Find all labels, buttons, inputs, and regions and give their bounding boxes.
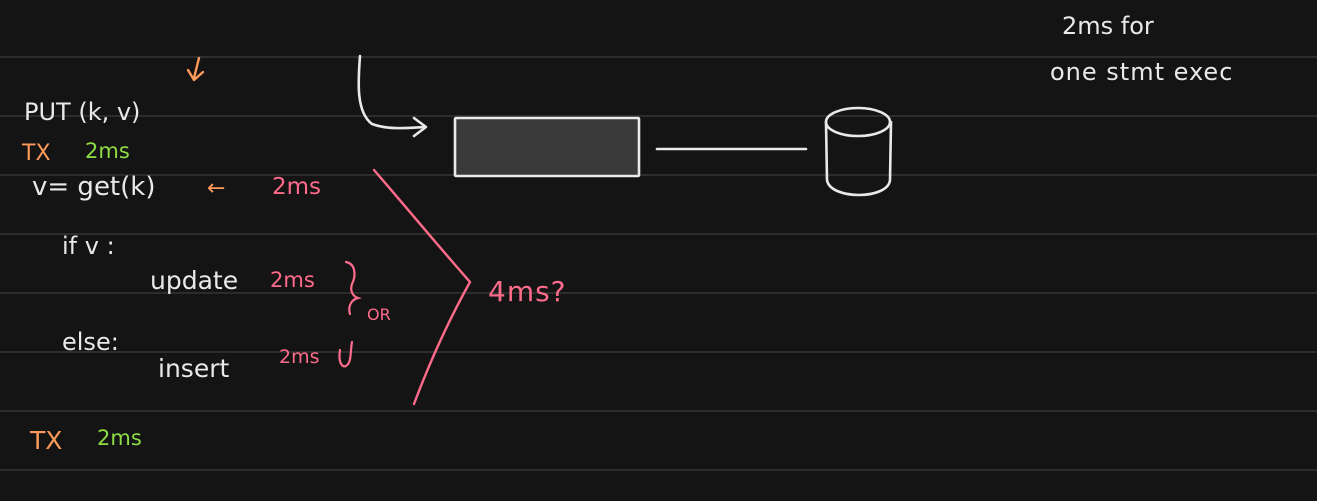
server-box [453,116,641,178]
if-statement: if v : [62,232,115,260]
get-statement: v= get(k) [32,172,156,202]
tx-begin-time: 2ms [85,139,130,163]
or-brace-top-icon [344,260,362,316]
tx-end-label: TX [30,426,63,455]
left-arrow-icon: ← [207,176,226,201]
else-statement: else: [62,328,119,356]
tx-begin-label: TX [22,141,51,166]
insert-statement: insert [158,354,230,383]
database-cylinder-icon [824,106,893,197]
update-time: 2ms [270,268,315,292]
annotation-line-1: 2ms for [1062,12,1154,40]
total-time: 4ms? [488,275,567,308]
total-bracket-icon [372,168,472,406]
update-statement: update [150,266,239,295]
get-time: 2ms [272,174,322,200]
annotation-line-2: one stmt exec [1050,58,1234,86]
or-brace-bottom-icon [338,340,354,368]
put-statement: PUT (k, v) [24,98,141,126]
request-arrow-icon [357,54,426,130]
small-down-arrow-icon [186,56,205,82]
tx-end-time: 2ms [97,426,142,450]
request-arrow-head-icon [412,116,428,138]
or-label: OR [367,305,391,324]
insert-time: 2ms [279,346,320,368]
